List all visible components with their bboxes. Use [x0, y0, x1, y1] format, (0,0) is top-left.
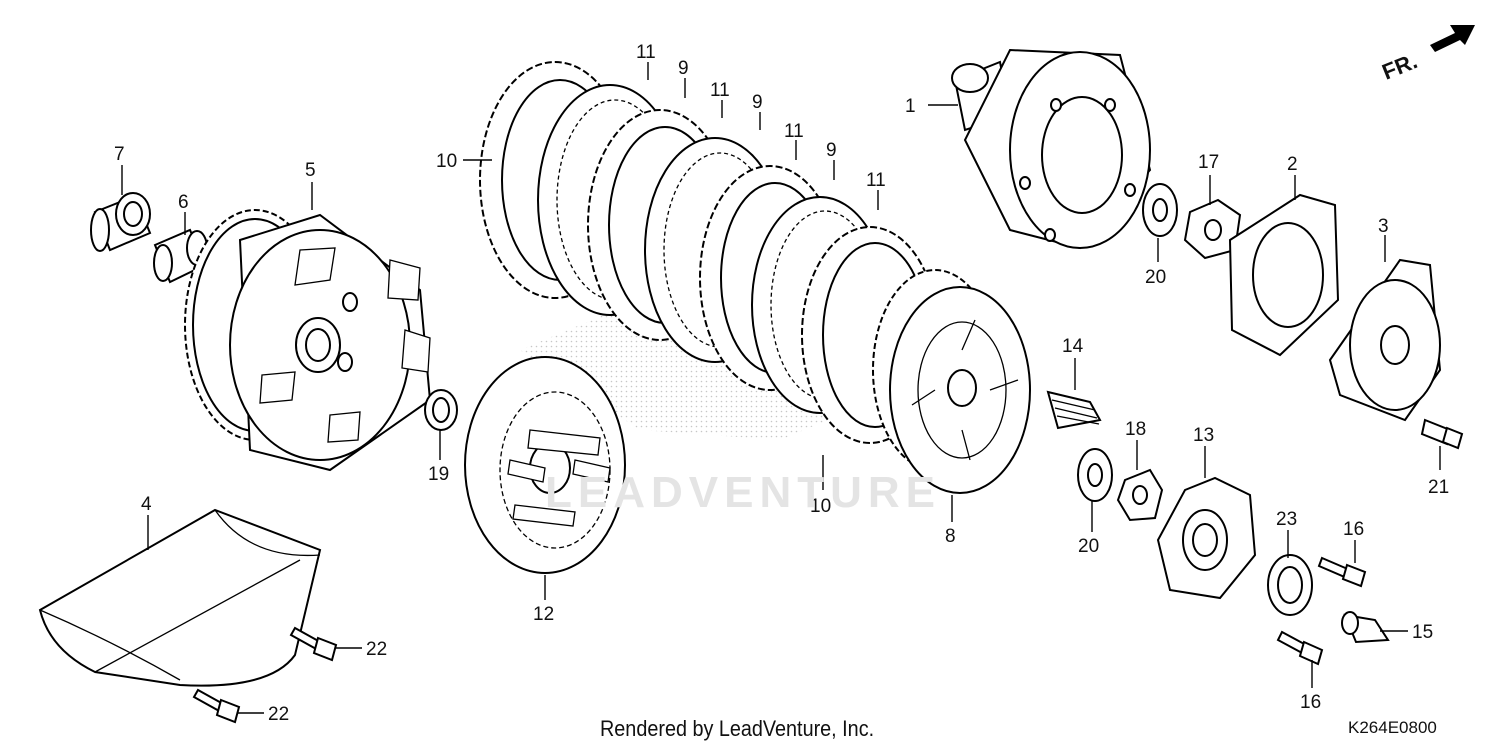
callout-labels: 7 6 5 4 19 12 10 10 8 1 2 3 17 20 14 20 …	[114, 42, 1449, 725]
part-23-bearing[interactable]	[1267, 554, 1313, 616]
callout-12: 12	[533, 604, 554, 625]
callout-4: 4	[141, 494, 152, 515]
callout-11-a: 11	[636, 42, 656, 63]
callout-5: 5	[305, 160, 316, 181]
callout-9-c: 9	[826, 140, 837, 161]
callout-9-b: 9	[752, 92, 763, 113]
callout-11-c: 11	[784, 121, 804, 142]
callout-1: 1	[905, 96, 916, 117]
callout-6: 6	[178, 192, 189, 213]
front-direction-indicator: FR.	[1379, 25, 1475, 85]
callout-10-front: 10	[436, 151, 457, 172]
part-16-bolt-lower[interactable]	[1276, 630, 1324, 666]
callout-16-lower: 16	[1300, 692, 1321, 713]
callout-20-upper: 20	[1145, 267, 1166, 288]
callout-17: 17	[1198, 152, 1219, 173]
part-12-pressure-plate[interactable]	[464, 356, 626, 574]
part-5-clutch-outer[interactable]	[184, 209, 432, 472]
part-17-lock-plate[interactable]	[1183, 198, 1242, 260]
callout-16-upper: 16	[1343, 519, 1364, 540]
callout-21: 21	[1428, 477, 1449, 498]
part-21-bolt[interactable]	[1420, 418, 1464, 450]
part-20-washer-lower[interactable]	[1077, 448, 1113, 502]
callout-18: 18	[1125, 419, 1146, 440]
part-8-clutch-center[interactable]	[872, 269, 1031, 494]
callout-9-a: 9	[678, 58, 689, 79]
callout-11-b: 11	[710, 80, 730, 101]
part-14-spring[interactable]	[1046, 390, 1102, 430]
callout-2: 2	[1287, 154, 1298, 175]
part-7-bearing[interactable]	[90, 192, 152, 252]
part-1-clutch-boss[interactable]	[951, 48, 1152, 250]
callout-22-lower: 22	[268, 704, 289, 725]
part-22-bolt-lower[interactable]	[192, 688, 241, 724]
diagram-code: K264E0800	[1348, 718, 1437, 737]
rendered-by-text: Rendered by LeadVenture, Inc.	[600, 716, 875, 741]
callout-11-d: 11	[866, 170, 886, 191]
part-15-pin[interactable]	[1341, 611, 1390, 644]
callout-14: 14	[1062, 336, 1084, 357]
callout-20-lower: 20	[1078, 536, 1099, 557]
leader-lines	[121, 62, 1441, 714]
part-20-washer-upper[interactable]	[1142, 183, 1178, 237]
part-4-guide[interactable]	[38, 508, 322, 687]
callout-13: 13	[1193, 425, 1214, 446]
watermark-text: LEADVENTURE	[545, 468, 942, 517]
callout-15: 15	[1412, 622, 1433, 643]
part-19-washer[interactable]	[424, 389, 458, 431]
part-2-gasket[interactable]	[1228, 193, 1340, 357]
callout-22-upper: 22	[366, 639, 387, 660]
callout-19: 19	[428, 464, 449, 485]
callout-10-rear: 10	[810, 496, 831, 517]
callout-23: 23	[1276, 509, 1297, 530]
arrow-icon	[1430, 25, 1475, 52]
fr-label: FR.	[1379, 48, 1421, 84]
part-22-bolt-upper[interactable]	[289, 626, 338, 662]
part-13-lifter-plate[interactable]	[1156, 476, 1257, 600]
part-16-bolt-upper[interactable]	[1317, 556, 1367, 588]
callout-8: 8	[945, 526, 956, 547]
part-18-lock-plate[interactable]	[1116, 468, 1164, 522]
callout-3: 3	[1378, 216, 1389, 237]
part-3-cover[interactable]	[1328, 258, 1442, 422]
callout-7: 7	[114, 144, 125, 165]
